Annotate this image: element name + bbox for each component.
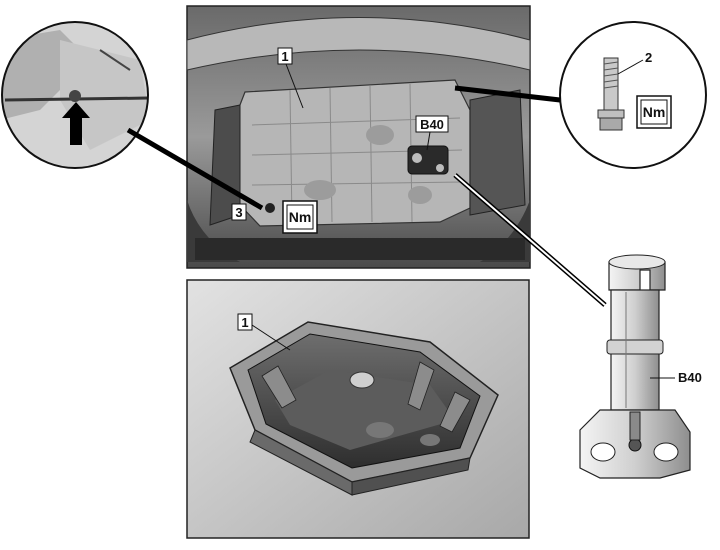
torque-box-bolt: Nm <box>636 95 672 129</box>
oil-pan-installed <box>237 79 471 227</box>
callout-3-text: 3 <box>235 205 242 220</box>
leader-line-bolt <box>454 85 561 103</box>
callout-1-top: 1 <box>277 47 304 109</box>
callout-b40-detail-text: B40 <box>678 370 702 385</box>
torque-box-plug: Nm <box>282 200 318 234</box>
callout-1-bottom: 1 <box>237 313 291 351</box>
oil-level-sensor-detail <box>579 254 691 479</box>
callout-b40-top: B40 <box>415 115 449 151</box>
torque-box-bolt-text: Nm <box>643 104 666 120</box>
bottom-panel-oil-pan: 1 <box>186 279 530 539</box>
torque-box-plug-text: Nm <box>289 209 312 225</box>
callout-2-text: 2 <box>645 50 652 65</box>
oil-pan-part <box>229 321 499 496</box>
callout-b40-detail: B40 <box>650 370 702 385</box>
callout-1-bottom-text: 1 <box>241 315 248 330</box>
bolt-part <box>597 57 625 131</box>
detail-circle-drain-plug <box>1 21 149 169</box>
callout-3: 3 <box>231 203 247 221</box>
top-photo-panel <box>186 5 531 269</box>
callout-2: 2 <box>617 50 652 75</box>
callout-b40-top-text: B40 <box>420 117 444 132</box>
leader-line-drain-plug <box>126 127 264 211</box>
drain-plug-installed <box>265 203 275 213</box>
oil-level-sensor-installed <box>407 145 449 175</box>
callout-1-top-text: 1 <box>281 49 288 64</box>
arrow-up-icon <box>62 102 90 145</box>
detail-circle-bolt: 2 Nm <box>559 21 707 169</box>
